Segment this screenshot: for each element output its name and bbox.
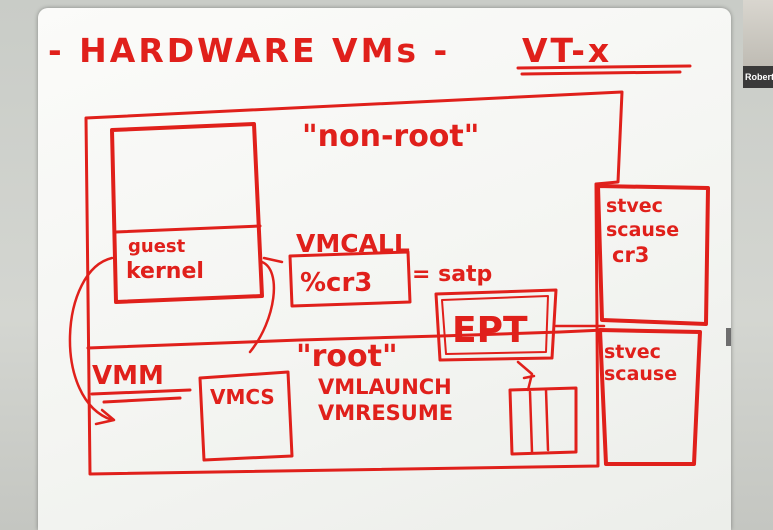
right-bottom-box [598, 328, 702, 466]
non-root-label: "non-root" [302, 119, 479, 154]
vmcall-curve [248, 260, 276, 354]
stvec-bottom-label: stvec [604, 341, 661, 363]
right-top-box [596, 184, 710, 326]
vmlaunch-label: VMLAUNCH [318, 375, 452, 399]
page-table-arrow-icon [516, 360, 536, 392]
guest-label: guest [128, 236, 186, 257]
participant-video [743, 0, 773, 66]
vmm-underline [90, 388, 192, 404]
cr3-label: cr3 [612, 243, 649, 267]
vmresume-label: VMRESUME [318, 401, 453, 425]
vmcs-label: VMCS [210, 385, 275, 409]
page-table-box [508, 386, 578, 456]
ept-box [434, 288, 558, 362]
whiteboard [38, 8, 731, 530]
participant-tile[interactable]: Robert [743, 0, 773, 88]
title-underline [516, 64, 692, 76]
ept-box-inner [441, 295, 549, 355]
title-prefix: - HARDWARE VMs - [48, 31, 450, 70]
title-emphasis: VT-x [522, 31, 612, 70]
satp-label: = satp [412, 262, 492, 287]
scause-top-label: scause [606, 219, 679, 241]
scause-bottom-label: scause [604, 363, 677, 385]
stvec-top-label: stvec [606, 195, 663, 217]
guest-box-divider [114, 224, 262, 234]
outer-box [84, 90, 624, 476]
vmm-label: VMM [92, 361, 164, 391]
ept-label: EPT [452, 310, 528, 351]
vmcs-box [198, 370, 294, 462]
guest-to-vmm-arrow [68, 256, 114, 422]
register-label: %cr3 [300, 268, 372, 298]
board-clip-icon [726, 328, 731, 346]
arrow-head-icon [94, 408, 116, 426]
kernel-label: kernel [126, 259, 204, 284]
cr3-box [288, 250, 412, 308]
guest-box [110, 122, 264, 304]
root-label: "root" [296, 339, 398, 374]
vmcall-arrow-head-icon [262, 256, 284, 264]
participant-name: Robert [745, 72, 773, 82]
page-table-columns [528, 388, 550, 454]
